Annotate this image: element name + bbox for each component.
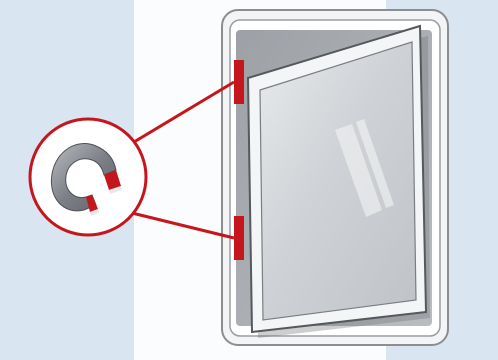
magnet-strip-top: [234, 60, 244, 104]
window-sash-glass: [260, 42, 416, 320]
callout-circle: [30, 119, 146, 235]
magnet-strip-bottom: [234, 216, 244, 260]
